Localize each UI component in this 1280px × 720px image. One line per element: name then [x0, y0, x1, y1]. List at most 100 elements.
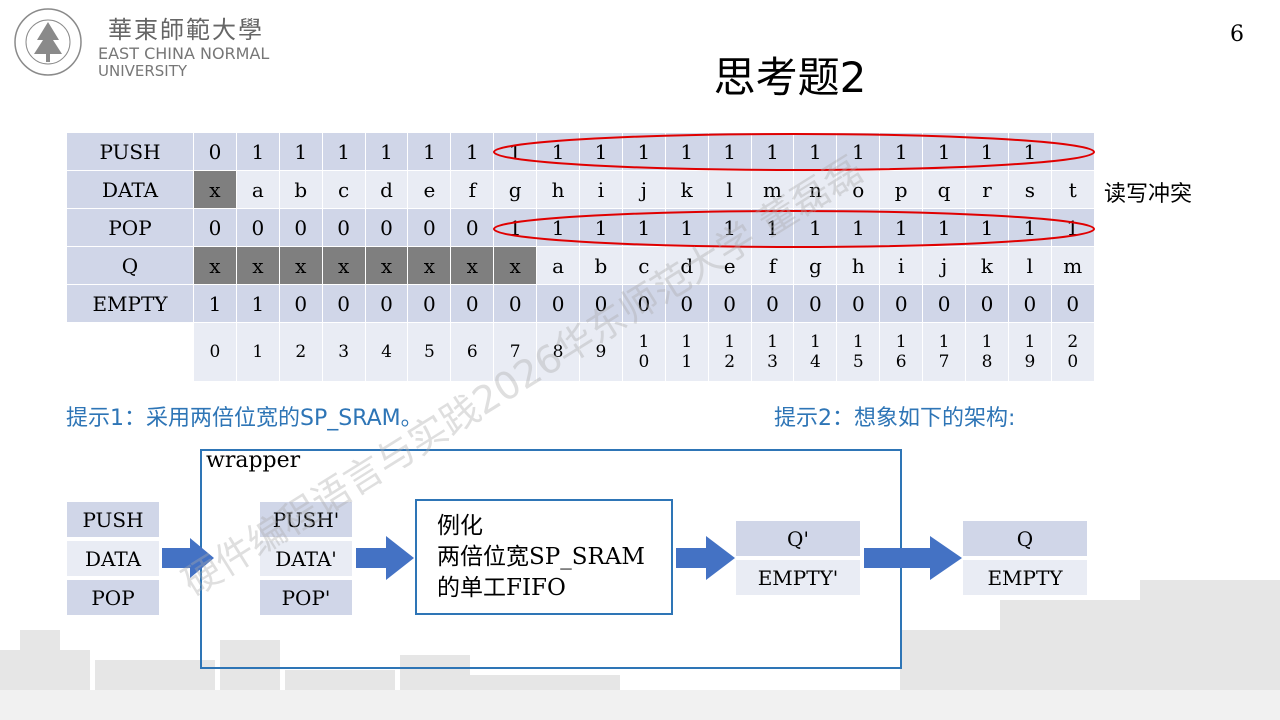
fifo-instance-box: 例化 两倍位宽SP_SRAM 的单工FIFO — [415, 499, 673, 615]
signal-cell: 1 — [621, 132, 666, 171]
signal-cell: 1 — [836, 208, 881, 247]
signal-cell: 0 — [235, 208, 280, 247]
signal-cell: 0 — [278, 208, 323, 247]
signal-cell: 0 — [321, 208, 366, 247]
signal-cell: 0 — [1050, 284, 1095, 323]
hint-1: 提示1：采用两倍位宽的SP_SRAM。 — [66, 406, 423, 431]
signal-cell: g — [493, 170, 538, 209]
signal-cell: 1 — [621, 208, 666, 247]
signal-cell: 0 — [1007, 284, 1052, 323]
wrapper-label: wrapper — [206, 448, 301, 473]
signal-cell: a — [235, 170, 280, 209]
signal-cell: 0 — [193, 208, 237, 247]
signal-cell: x — [450, 246, 495, 285]
signal-cell: 1 — [922, 132, 967, 171]
signal-cell: 1 — [922, 208, 967, 247]
signal-cell: i — [879, 246, 924, 285]
input-push: PUSH — [66, 501, 160, 538]
inner-output-empty: EMPTY' — [735, 559, 861, 596]
index-cell: 2 — [278, 322, 323, 382]
row-label: POP — [66, 208, 194, 247]
signal-cell: p — [879, 170, 924, 209]
signal-cell: 1 — [707, 132, 752, 171]
page-number: 6 — [1230, 22, 1244, 47]
slide-title: 思考题2 — [713, 53, 867, 102]
signal-cell: 1 — [1050, 208, 1095, 247]
university-seal-icon — [14, 8, 82, 76]
signal-cell: o — [836, 170, 881, 209]
signal-cell: x — [235, 246, 280, 285]
signal-cell: 1 — [364, 132, 409, 171]
signal-cell: k — [965, 246, 1009, 285]
output-empty: EMPTY — [962, 559, 1088, 596]
signal-cell: 0 — [836, 284, 881, 323]
signal-cell: 1 — [235, 132, 280, 171]
signal-cell: j — [922, 246, 967, 285]
signal-cell: r — [965, 170, 1009, 209]
signal-cell: 1 — [536, 132, 581, 171]
row-label: EMPTY — [66, 284, 194, 323]
signal-cell: b — [278, 170, 323, 209]
signal-cell: 1 — [193, 284, 237, 323]
row-label: Q — [66, 246, 194, 285]
row-label: PUSH — [66, 132, 194, 171]
signal-cell: e — [407, 170, 452, 209]
inner-input-data: DATA' — [259, 540, 353, 577]
signal-cell: x — [321, 246, 366, 285]
signal-cell: x — [407, 246, 452, 285]
signal-cell: 0 — [364, 208, 409, 247]
signal-cell: 1 — [450, 132, 495, 171]
signal-cell: 1 — [536, 208, 581, 247]
fifo-line-2: 两倍位宽SP_SRAM — [437, 544, 645, 570]
signal-cell: 0 — [407, 208, 452, 247]
campus-skyline-background — [0, 580, 1280, 720]
signal-cell: f — [450, 170, 495, 209]
signal-cell: 1 — [965, 208, 1009, 247]
index-cell: 3 — [321, 322, 366, 382]
signal-cell: 1 — [579, 208, 623, 247]
signal-cell: x — [193, 170, 237, 209]
signal-cell: 0 — [536, 284, 581, 323]
logo-english-name-line1: EAST CHINA NORMAL — [98, 44, 270, 63]
signal-cell: 0 — [278, 284, 323, 323]
signal-cell: 0 — [707, 284, 752, 323]
input-data: DATA — [66, 540, 160, 577]
inner-output-q: Q' — [735, 520, 861, 557]
signal-cell: 0 — [450, 284, 495, 323]
university-logo: 華東師範大學 EAST CHINA NORMAL UNIVERSITY — [12, 6, 292, 80]
signal-cell: d — [364, 170, 409, 209]
signal-cell: s — [1007, 170, 1052, 209]
signal-cell: 0 — [450, 208, 495, 247]
signal-cell: n — [793, 170, 838, 209]
conflict-label: 读写冲突 — [1104, 182, 1193, 207]
signal-cell: 0 — [965, 284, 1009, 323]
signal-cell: m — [1050, 246, 1095, 285]
inner-input-push: PUSH' — [259, 501, 353, 538]
signal-cell: l — [1007, 246, 1052, 285]
signal-cell: 1 — [493, 132, 538, 171]
signal-cell: b — [579, 246, 623, 285]
signal-cell: 1 — [879, 208, 924, 247]
signal-cell — [1050, 132, 1095, 171]
signal-cell: 0 — [793, 284, 838, 323]
signal-cell: x — [364, 246, 409, 285]
signal-cell: 1 — [750, 132, 795, 171]
signal-cell: x — [193, 246, 237, 285]
signal-cell: 1 — [235, 284, 280, 323]
signal-cell: j — [621, 170, 666, 209]
signal-cell: t — [1050, 170, 1095, 209]
logo-chinese-name: 華東師範大學 — [108, 16, 264, 44]
row-label: DATA — [66, 170, 194, 209]
signal-cell: 0 — [493, 284, 538, 323]
fifo-line-1: 例化 — [437, 513, 483, 539]
signal-cell: 0 — [193, 132, 237, 171]
signal-cell: 1 — [579, 132, 623, 171]
